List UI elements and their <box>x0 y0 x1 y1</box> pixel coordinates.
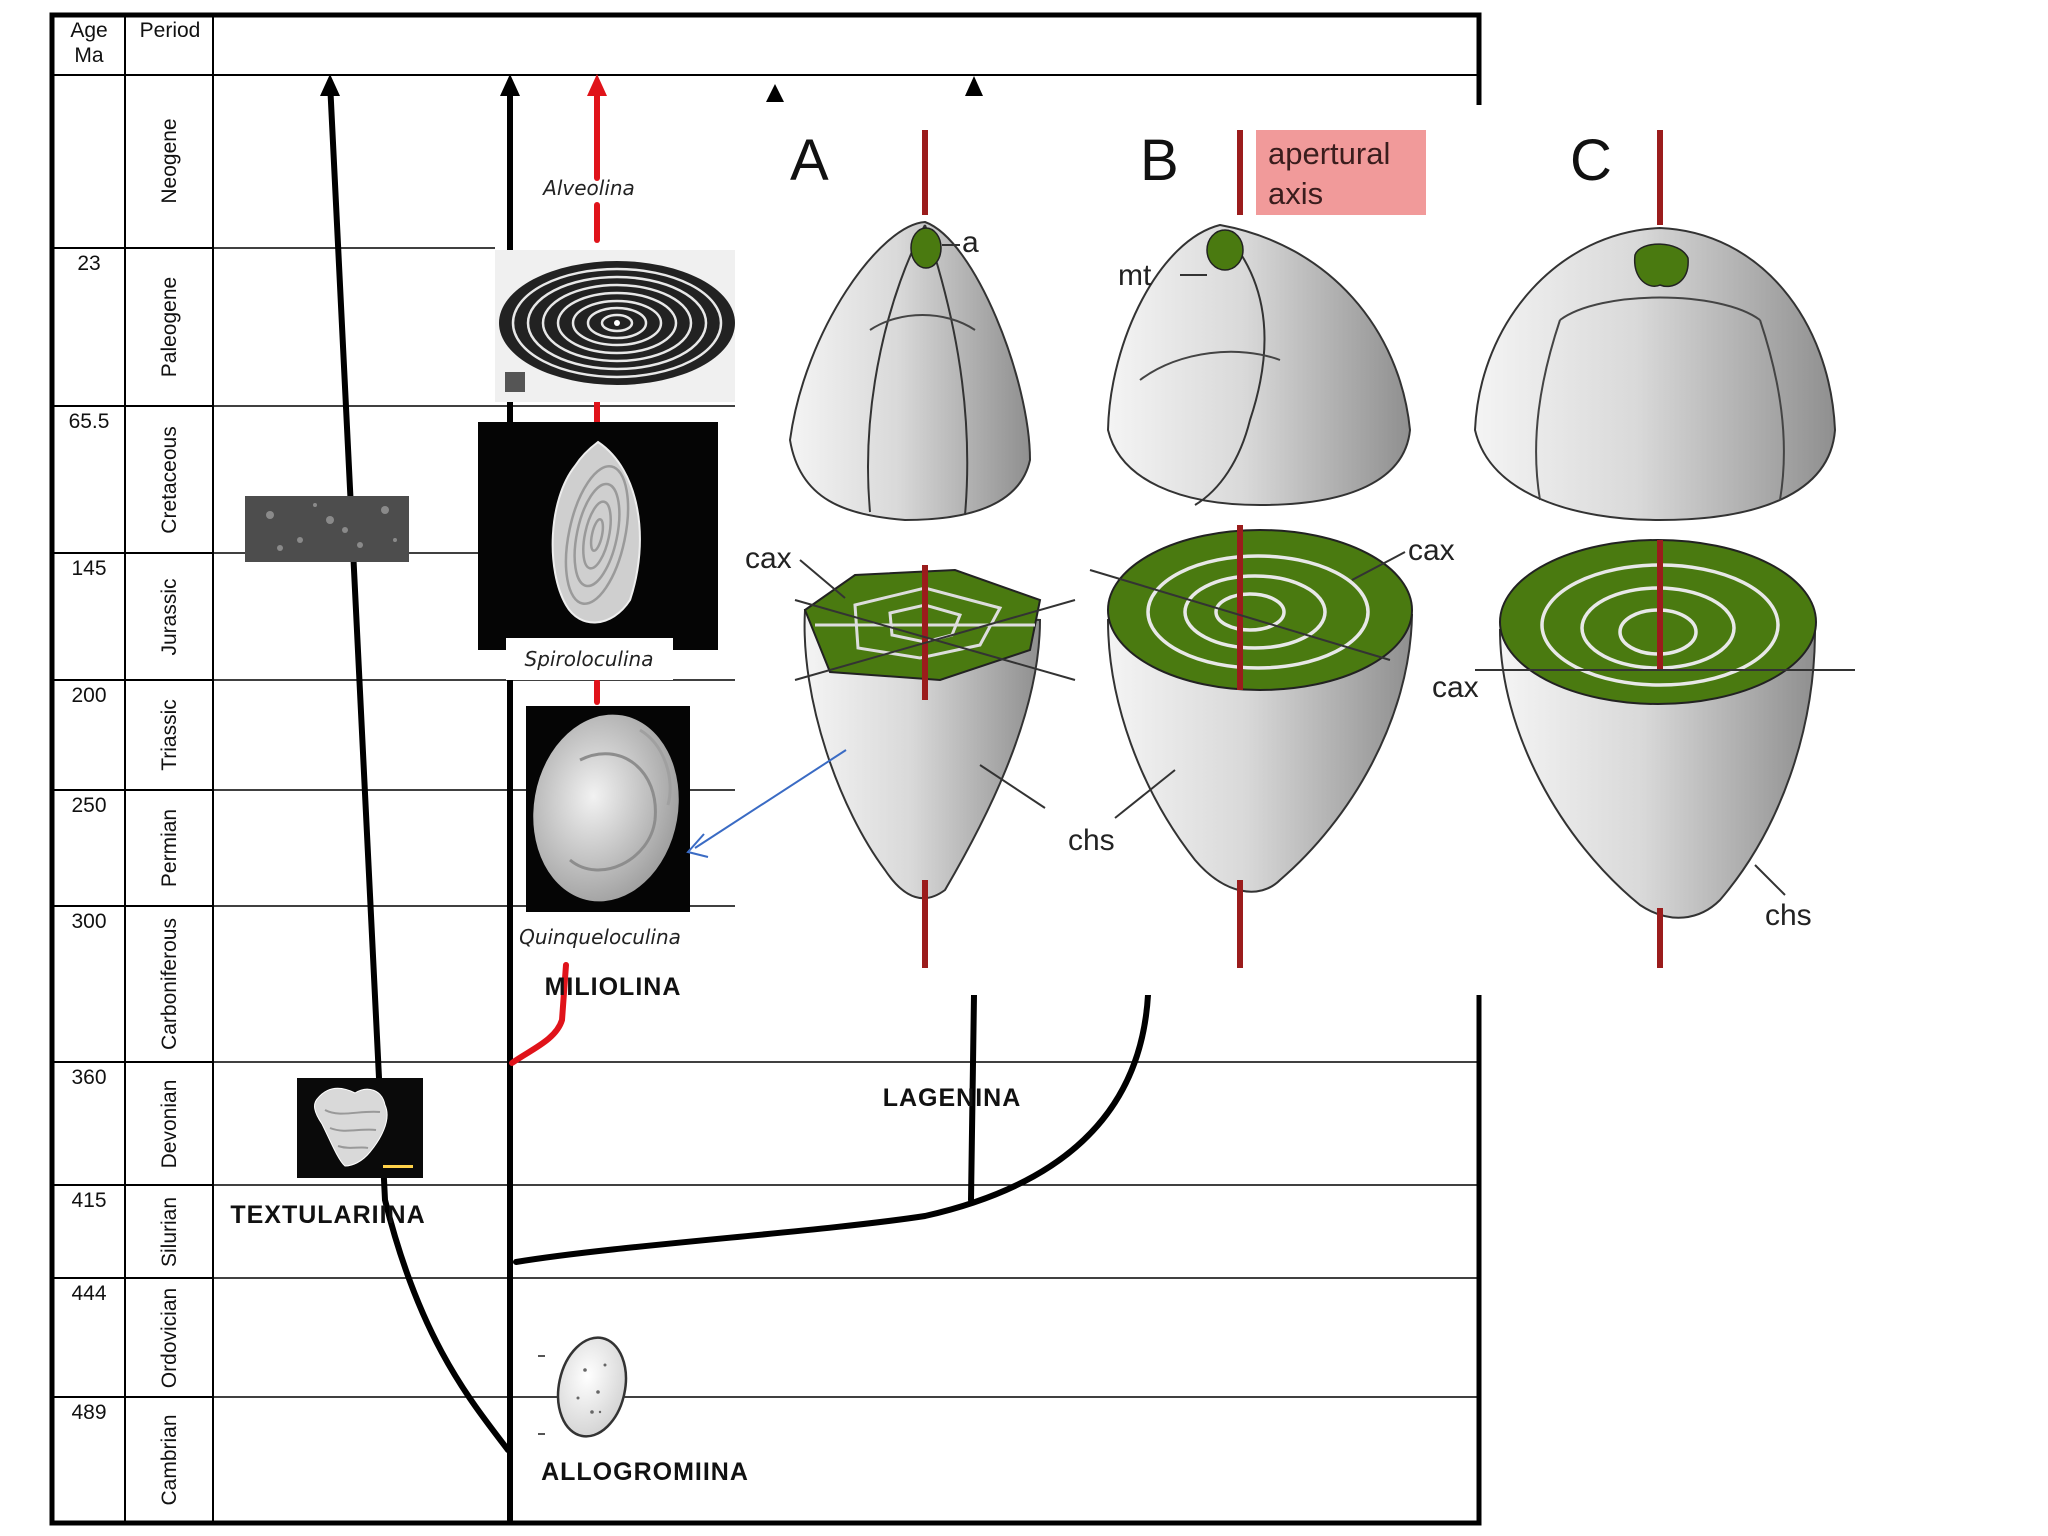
spiroloculina-image <box>478 422 718 650</box>
panel-c-diagram: cax chs <box>1432 130 1855 968</box>
cax-c-label: cax <box>1432 671 1479 704</box>
lagenina-branch-line <box>513 992 1151 1265</box>
panel-c-label: C <box>1570 128 1612 193</box>
textulariina-cretaceous-image <box>245 496 409 562</box>
red-arrow-head-icon <box>587 74 607 96</box>
apertural-axis-callout: apertural axis <box>1256 130 1426 215</box>
age-label: 300 <box>71 910 106 933</box>
age-header-line2: Ma <box>74 44 103 67</box>
period-header: Period <box>140 19 201 42</box>
period-label: Permian <box>158 809 181 887</box>
arrow-head-icon <box>766 84 784 102</box>
age-label: 23 <box>77 252 100 275</box>
miliolina-branch-line <box>509 962 569 1066</box>
age-label: 444 <box>71 1282 106 1305</box>
miliolina-label: MILIOLINA <box>545 973 682 1001</box>
period-label: Triassic <box>158 699 181 771</box>
period-label: Neogene <box>158 118 181 203</box>
apertural-axis-label-line1: apertural <box>1268 136 1390 171</box>
age-label: 250 <box>71 794 106 817</box>
period-label: Jurassic <box>158 578 181 655</box>
age-label: 360 <box>71 1066 106 1089</box>
spiroloculina-label: Spiroloculina <box>525 647 654 671</box>
period-label: Carboniferous <box>158 918 181 1050</box>
cax-b-label: cax <box>1408 534 1455 567</box>
age-label: 200 <box>71 684 106 707</box>
period-label: Cambrian <box>158 1414 181 1505</box>
arrow-head-icon <box>965 76 983 96</box>
pointer-arrow <box>686 749 847 858</box>
chs-c-label: chs <box>1765 899 1812 932</box>
quinqueloculina-image <box>526 706 690 912</box>
panel-b-label: B <box>1140 128 1179 193</box>
mt-label: mt <box>1118 259 1152 292</box>
period-label: Silurian <box>158 1197 181 1267</box>
apertural-axis-label-line2: axis <box>1268 176 1323 211</box>
aperture-a-label: a <box>962 226 979 259</box>
period-label: Ordovician <box>158 1288 181 1388</box>
age-label: 145 <box>71 557 106 580</box>
textulariina-branch-line <box>327 79 511 1453</box>
textulariina-devonian-image <box>297 1078 423 1178</box>
panel-b-diagram: mt cax chs <box>979 130 1455 968</box>
timescale-table <box>49 12 1482 1526</box>
table-header: Age Ma Period <box>70 19 200 67</box>
period-column: Neogene Paleogene Cretaceous Jurassic Tr… <box>158 118 181 1505</box>
quinqueloculina-label: Quinqueloculina <box>519 925 681 949</box>
test-morphology-figure: A B C apertural axis a <box>735 105 1900 995</box>
alveolina-label: Alveolina <box>541 176 635 200</box>
age-label: 415 <box>71 1189 106 1212</box>
lagenina-subbranch-line <box>968 992 977 1203</box>
period-label: Cretaceous <box>158 426 181 533</box>
textulariina-label: TEXTULARIINA <box>230 1201 425 1229</box>
age-header-line1: Age <box>70 19 107 42</box>
chs-b-label: chs <box>1068 824 1115 857</box>
lagenina-label: LAGENINA <box>883 1084 1022 1112</box>
arrow-head-icon <box>500 74 520 96</box>
period-label: Devonian <box>158 1080 181 1169</box>
panel-a-diagram: a cax <box>745 130 1076 968</box>
lineage-tree <box>320 74 1151 1523</box>
allogromiina-label: ALLOGROMIINA <box>541 1458 749 1486</box>
period-label: Paleogene <box>158 277 181 377</box>
age-column: 23 65.5 145 200 250 300 360 415 444 489 <box>69 252 110 1424</box>
spiroloculina-label-box: Spiroloculina <box>506 638 673 680</box>
arrow-head-icon <box>320 74 340 96</box>
cax-a-label: cax <box>745 542 792 575</box>
age-label: 65.5 <box>69 410 110 433</box>
allogromiina-image <box>538 1336 628 1438</box>
panel-a-label: A <box>790 128 829 193</box>
alveolina-image <box>495 250 735 402</box>
age-label: 489 <box>71 1401 106 1424</box>
